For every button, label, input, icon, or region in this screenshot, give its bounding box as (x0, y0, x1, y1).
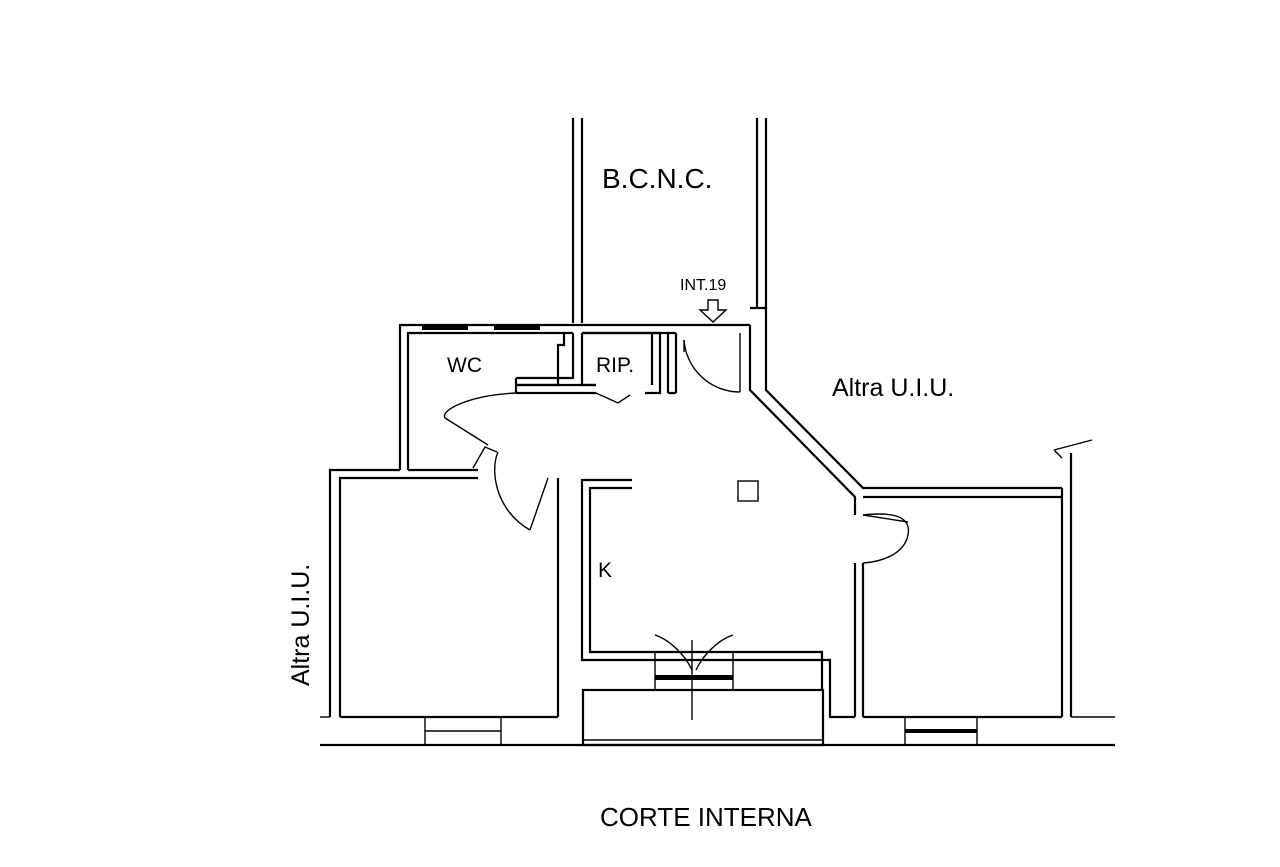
label-wc: WC (447, 354, 482, 377)
label-bcnc: B.C.N.C. (602, 163, 712, 194)
label-altra-left: Altra U.I.U. (287, 564, 315, 686)
label-int: INT.19 (680, 277, 726, 294)
arrow-down-icon (698, 299, 728, 323)
outer-walls (320, 306, 1115, 747)
kitchen-walls (580, 478, 855, 719)
label-rip: RIP. (596, 354, 634, 377)
windows (422, 325, 978, 746)
label-k: K (598, 559, 612, 582)
pillar (737, 480, 759, 502)
corridor-walls (571, 118, 768, 323)
label-altra-right: Altra U.I.U. (832, 374, 954, 402)
label-corte: CORTE INTERNA (600, 802, 813, 832)
rip-walls (580, 331, 678, 395)
doors (443, 333, 910, 720)
wc-walls (514, 333, 596, 395)
balcony (581, 688, 825, 747)
